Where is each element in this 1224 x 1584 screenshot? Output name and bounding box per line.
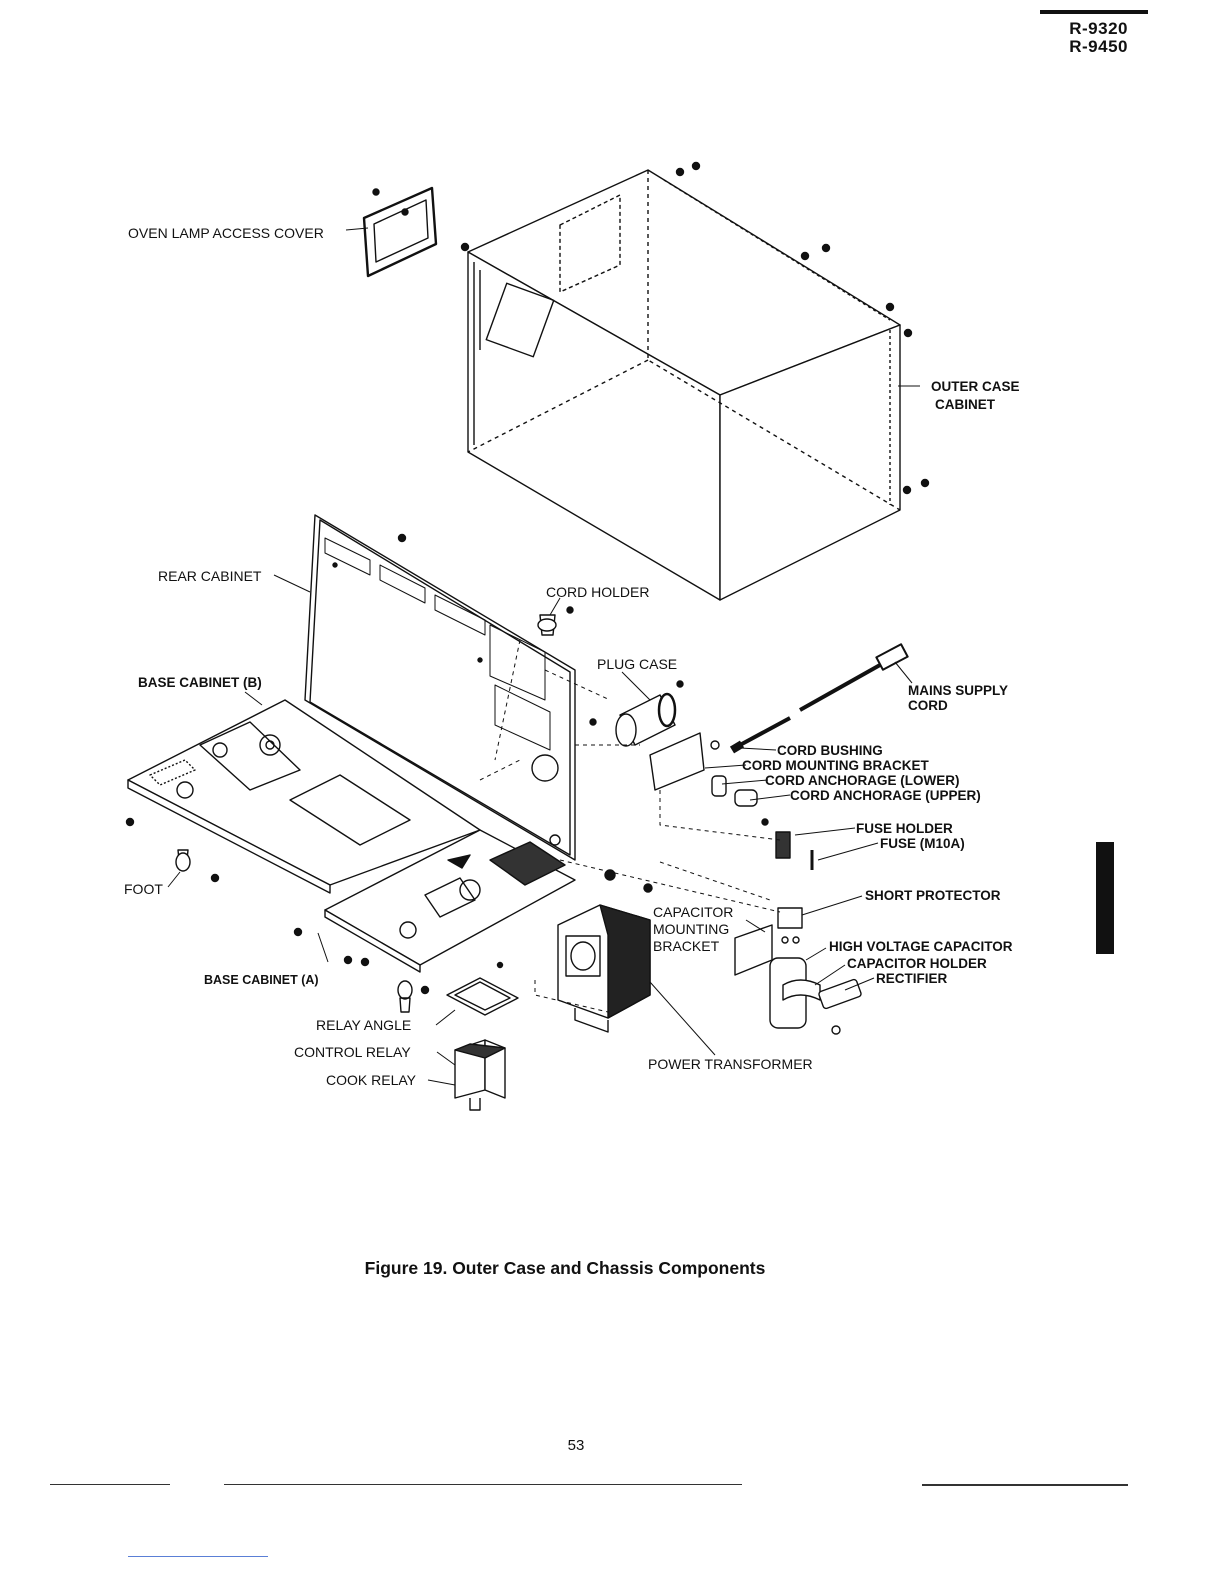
label-rectifier: RECTIFIER bbox=[876, 971, 948, 986]
label-mounting: MOUNTING bbox=[653, 921, 729, 937]
label-cook-relay: COOK RELAY bbox=[326, 1072, 417, 1088]
label-bracket: BRACKET bbox=[653, 938, 720, 954]
label-cord-anchorage-lower: CORD ANCHORAGE (LOWER) bbox=[765, 773, 959, 788]
label-plug-case: PLUG CASE bbox=[597, 656, 677, 672]
footer-link-line bbox=[128, 1556, 268, 1557]
label-cord-bushing: CORD BUSHING bbox=[777, 743, 883, 758]
base-cabinet-a-drawing bbox=[324, 829, 576, 973]
label-base-cabinet-b: BASE CABINET (B) bbox=[138, 675, 262, 690]
label-cord-holder: CORD HOLDER bbox=[546, 584, 649, 600]
label-power-transformer: POWER TRANSFORMER bbox=[648, 1056, 813, 1072]
model-number-2: R-9450 bbox=[1069, 37, 1128, 56]
label-mains-supply: MAINS SUPPLY bbox=[908, 683, 1008, 698]
footer-rule bbox=[922, 1484, 1128, 1486]
fuse-holder-drawing bbox=[761, 818, 814, 870]
mains-supply-cord-drawing bbox=[729, 643, 909, 754]
part-labels: OVEN LAMP ACCESS COVER OUTER CASE CABINE… bbox=[124, 225, 1020, 1088]
cord-mounting-bracket-drawing bbox=[649, 732, 758, 807]
label-cord-anchorage-upper: CORD ANCHORAGE (UPPER) bbox=[790, 788, 981, 803]
figure-caption: Figure 19. Outer Case and Chassis Compon… bbox=[364, 1258, 766, 1278]
label-outer-case: OUTER CASE bbox=[931, 379, 1020, 394]
header-rule bbox=[1040, 10, 1148, 14]
label-short-protector: SHORT PROTECTOR bbox=[865, 888, 1001, 903]
screw-icon bbox=[125, 533, 684, 995]
label-fuse: FUSE (M10A) bbox=[880, 836, 965, 851]
plug-case-drawing bbox=[615, 692, 677, 747]
section-tab-marker bbox=[1096, 842, 1114, 954]
label-base-cabinet-a: BASE CABINET (A) bbox=[204, 973, 319, 987]
capacitor-mounting-bracket-drawing bbox=[734, 924, 773, 976]
label-capacitor: CAPACITOR bbox=[653, 904, 733, 920]
relay-drawing bbox=[454, 1039, 506, 1111]
label-cord: CORD bbox=[908, 698, 948, 713]
foot-icon bbox=[175, 849, 413, 1013]
label-relay-angle: RELAY ANGLE bbox=[316, 1017, 411, 1033]
footer-rule bbox=[50, 1484, 170, 1485]
power-transformer-drawing bbox=[557, 904, 651, 1033]
page-number: 53 bbox=[567, 1437, 585, 1454]
rear-cabinet-drawing bbox=[304, 514, 576, 861]
short-protector-drawing bbox=[777, 907, 803, 929]
label-high-voltage-capacitor: HIGH VOLTAGE CAPACITOR bbox=[829, 939, 1013, 954]
label-fuse-holder: FUSE HOLDER bbox=[856, 821, 953, 836]
outer-case-cabinet-drawing bbox=[467, 169, 901, 601]
high-voltage-capacitor-drawing bbox=[769, 936, 862, 1035]
footer-rule bbox=[224, 1484, 742, 1485]
relay-angle-drawing bbox=[446, 977, 519, 1016]
label-oven-lamp-access-cover: OVEN LAMP ACCESS COVER bbox=[128, 225, 324, 241]
label-cord-mounting-bracket: CORD MOUNTING BRACKET bbox=[742, 758, 929, 773]
label-rear-cabinet: REAR CABINET bbox=[158, 568, 262, 584]
cord-holder-drawing bbox=[537, 614, 557, 636]
screw-icon bbox=[460, 161, 930, 495]
label-capacitor-holder: CAPACITOR HOLDER bbox=[847, 956, 987, 971]
label-control-relay: CONTROL RELAY bbox=[294, 1044, 411, 1060]
model-number-1: R-9320 bbox=[1069, 19, 1128, 38]
label-foot: FOOT bbox=[124, 881, 163, 897]
oven-lamp-access-cover-drawing bbox=[362, 186, 438, 278]
label-cabinet: CABINET bbox=[935, 397, 996, 412]
